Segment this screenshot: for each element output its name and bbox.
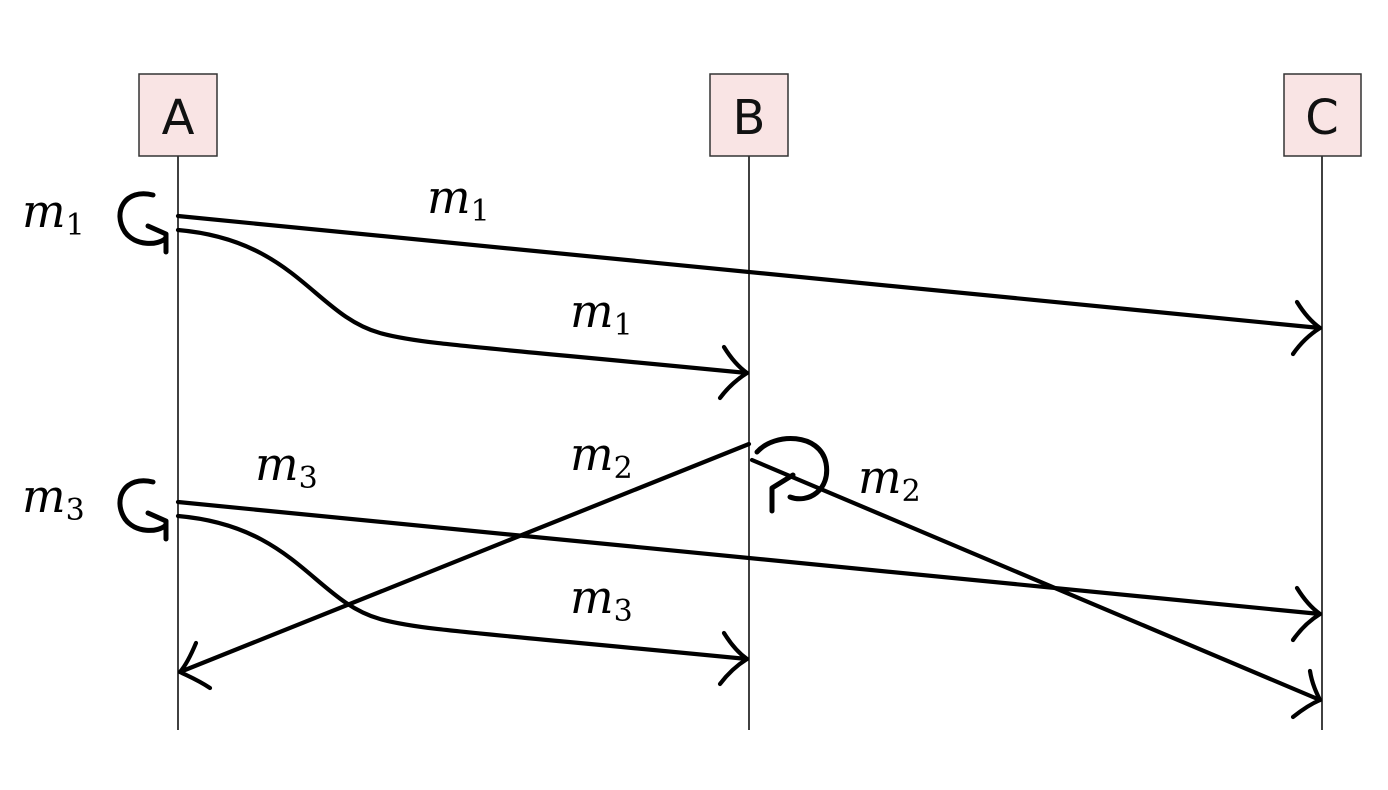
message-m1-a-to-b-arrowhead bbox=[717, 344, 750, 401]
broadcast-m1-loop-arc bbox=[117, 191, 169, 246]
message-m1-a-to-c-label: m1 bbox=[427, 170, 490, 229]
process-c-box bbox=[1283, 73, 1362, 157]
process-c-label: C bbox=[1305, 90, 1339, 146]
message-m2-b-to-c-line bbox=[749, 457, 1323, 703]
process-a-box bbox=[138, 73, 218, 157]
message-m2-b-to-c-arrowhead bbox=[1290, 668, 1323, 720]
message-m3-a-to-b bbox=[175, 513, 750, 687]
broadcast-m1-label: m1 bbox=[22, 184, 85, 243]
message-m1-a-to-c-line bbox=[175, 213, 1323, 331]
broadcast-m3-loop-head bbox=[145, 510, 169, 542]
message-m2-b-to-c bbox=[749, 457, 1323, 720]
message-m1-a-to-c-arrowhead bbox=[1290, 299, 1323, 357]
message-m1-a-to-b-label: m1 bbox=[570, 284, 633, 343]
broadcast-m2-label: m2 bbox=[858, 450, 921, 509]
broadcast-m2-loop bbox=[754, 435, 830, 514]
process-b-label: B bbox=[733, 90, 766, 146]
message-m3-a-to-b-line bbox=[175, 513, 750, 662]
message-m2-b-to-a-label: m2 bbox=[570, 427, 633, 486]
process-b: B bbox=[709, 73, 789, 157]
message-m1-a-to-b bbox=[175, 227, 750, 401]
process-c: C bbox=[1283, 73, 1362, 157]
broadcast-m1-loop-head bbox=[145, 223, 169, 255]
broadcast-m1-loop bbox=[117, 191, 169, 255]
message-m2-b-to-a-arrowhead bbox=[177, 640, 213, 691]
message-m3-a-to-c-line bbox=[175, 499, 1323, 617]
broadcast-m3-loop-arc bbox=[117, 478, 169, 533]
message-m2-b-to-a-line bbox=[177, 441, 752, 675]
message-m2-b-to-a bbox=[177, 441, 752, 691]
process-a-label: A bbox=[162, 90, 195, 146]
message-m3-a-to-c-arrowhead bbox=[1290, 585, 1323, 643]
process-a: A bbox=[138, 73, 218, 157]
broadcast-m3-loop bbox=[117, 478, 169, 542]
message-m3-a-to-b-label: m3 bbox=[570, 570, 633, 629]
broadcast-m3-label: m3 bbox=[22, 469, 85, 528]
message-m3-a-to-c bbox=[175, 499, 1323, 643]
message-m1-a-to-b-line bbox=[175, 227, 750, 376]
broadcast-m2-loop-arc bbox=[754, 435, 830, 502]
message-m3-a-to-c-label: m3 bbox=[255, 437, 318, 496]
process-b-box bbox=[709, 73, 789, 157]
message-m3-a-to-b-arrowhead bbox=[717, 630, 750, 687]
message-m1-a-to-c bbox=[175, 213, 1323, 357]
broadcast-m2-loop-head bbox=[769, 472, 796, 514]
